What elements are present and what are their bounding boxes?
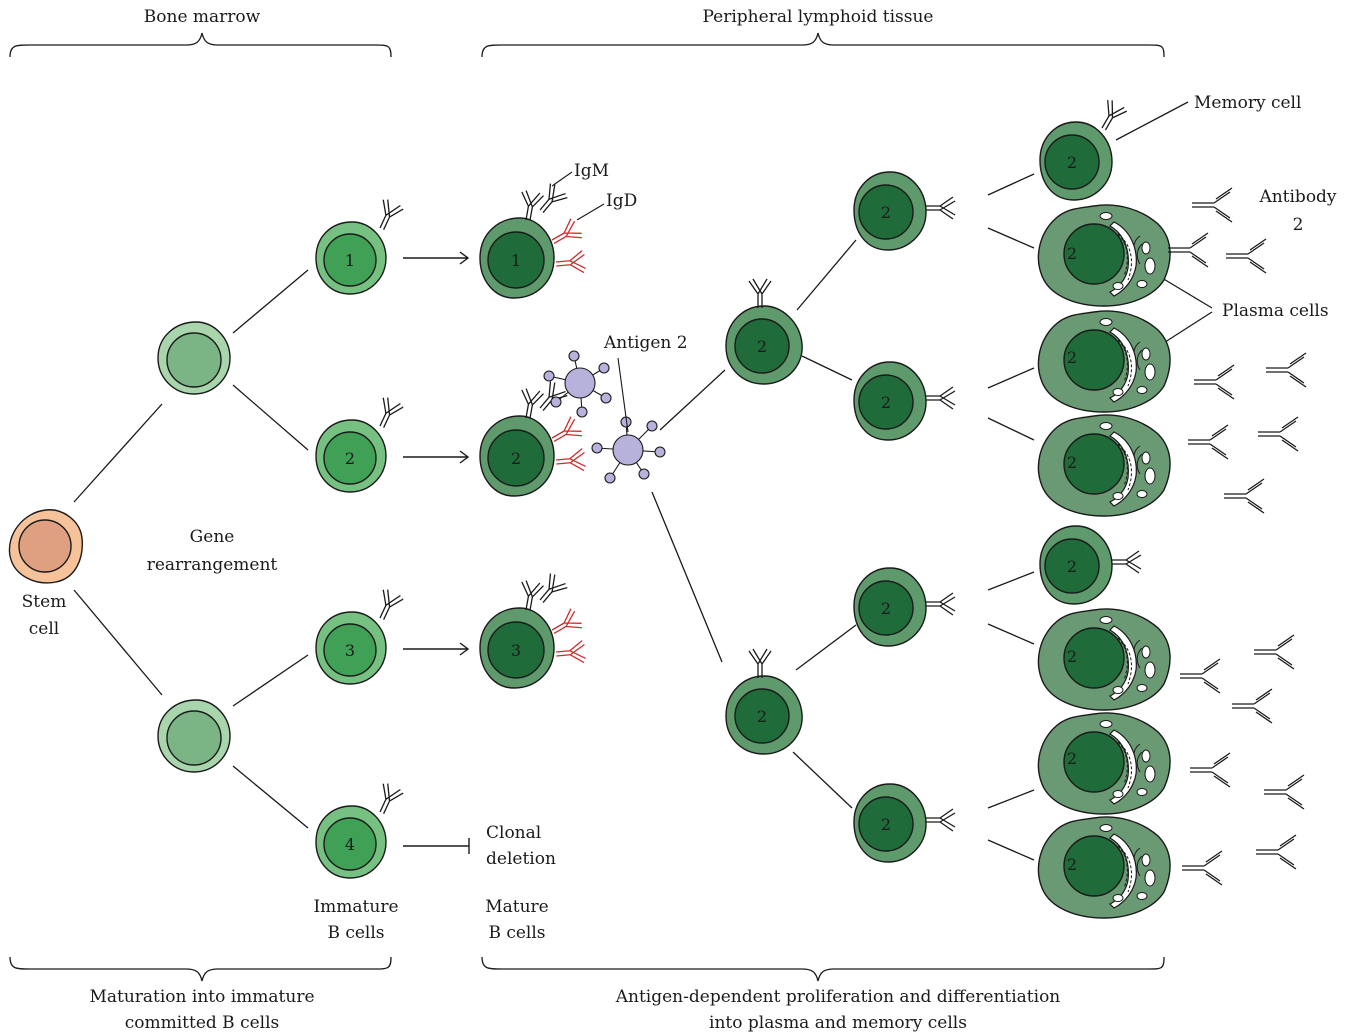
- antigen-2-label: Antigen 2: [603, 333, 688, 353]
- activated-upper-number: 2: [757, 337, 767, 356]
- mature-cell-1-number: 1: [511, 251, 521, 270]
- immature-b-cell-1: 1: [315, 198, 404, 295]
- stem-cell-label-line2: cell: [29, 619, 59, 639]
- gene-rearrangement-label-line1: Gene: [190, 527, 235, 547]
- progenitor-cell-upper: [157, 321, 231, 395]
- clone-cell-b: 2: [853, 361, 955, 441]
- activated-lower-number: 2: [757, 707, 767, 726]
- plasma-cell-1: 2: [1037, 204, 1171, 307]
- plasma-cells-label: Plasma cells: [1222, 301, 1329, 321]
- immature-cell-3-number: 3: [345, 641, 355, 660]
- memory-cell-label: Memory cell: [1194, 93, 1301, 113]
- mature-b-cell-1: 1: [479, 182, 586, 299]
- mature-b-cells-label-line2: B cells: [488, 923, 545, 943]
- mature-b-cell-3: 3: [479, 572, 586, 689]
- label-leaders: [551, 171, 629, 433]
- bottom-right-caption-line2: into plasma and memory cells: [709, 1013, 967, 1033]
- plasma-cell-4-number: 2: [1067, 647, 1077, 666]
- plasma-cell-5: 2: [1037, 712, 1171, 815]
- immature-b-cell-3: 3: [315, 588, 404, 685]
- immature-cell-2-number: 2: [345, 449, 355, 468]
- memory-cell-lower: 2: [1039, 525, 1141, 605]
- lineage-connectors: [73, 101, 1213, 861]
- peripheral-top-brace: [481, 32, 1165, 58]
- stem-cell: [8, 509, 83, 584]
- immature-cell-1-number: 1: [345, 251, 355, 270]
- igm-label: IgM: [574, 161, 609, 181]
- clone-cell-c-number: 2: [881, 599, 891, 618]
- clonal-deletion-label-line1: Clonal: [486, 823, 541, 843]
- plasma-cell-3-number: 2: [1067, 453, 1077, 472]
- immature-b-cells-label-line1: Immature: [313, 897, 398, 917]
- clone-cell-d: 2: [853, 783, 955, 863]
- plasma-cell-6: 2: [1037, 816, 1171, 919]
- memory-cell-lower-number: 2: [1067, 557, 1077, 576]
- igd-label: IgD: [606, 191, 637, 211]
- peripheral-lymphoid-label: Peripheral lymphoid tissue: [703, 7, 934, 27]
- bottom-left-caption-line2: committed B cells: [125, 1013, 280, 1033]
- mature-cell-3-number: 3: [511, 641, 521, 660]
- clonal-deletion-label-line2: deletion: [486, 849, 556, 869]
- plasma-cell-2: 2: [1037, 310, 1171, 413]
- activated-b-cell-upper: 2: [725, 279, 803, 385]
- bone-marrow-bottom-brace: [9, 956, 392, 982]
- clone-cell-a-number: 2: [881, 203, 891, 222]
- clone-cell-b-number: 2: [881, 393, 891, 412]
- plasma-cell-4: 2: [1037, 608, 1171, 711]
- mature-cell-2-number: 2: [511, 449, 521, 468]
- antigen-particle-2: [591, 416, 666, 484]
- plasma-cell-3: 2: [1037, 414, 1171, 517]
- bone-marrow-label: Bone marrow: [144, 7, 261, 27]
- plasma-cell-2-number: 2: [1067, 348, 1077, 367]
- antigen-particle-1: [543, 350, 612, 418]
- clone-cell-a: 2: [853, 171, 955, 251]
- secreted-antibodies: [1167, 187, 1307, 886]
- bottom-left-caption-line1: Maturation into immature: [89, 987, 314, 1007]
- plasma-cell-1-number: 2: [1067, 244, 1077, 263]
- plasma-cell-5-number: 2: [1067, 749, 1077, 768]
- memory-cell-upper: 2: [1039, 98, 1128, 201]
- mature-b-cells-label-line1: Mature: [485, 897, 549, 917]
- antibody-label-line1: Antibody: [1258, 187, 1336, 207]
- bone-marrow-top-brace: [9, 32, 392, 58]
- plasma-cell-6-number: 2: [1067, 855, 1077, 874]
- immature-b-cells-label-line2: B cells: [327, 923, 384, 943]
- bottom-right-caption-line1: Antigen-dependent proliferation and diff…: [615, 987, 1061, 1007]
- clone-cell-c: 2: [853, 567, 955, 647]
- immature-cell-4-number: 4: [345, 835, 355, 854]
- activated-b-cell-lower: 2: [725, 649, 803, 755]
- antibody-label-line2: 2: [1293, 215, 1304, 235]
- stem-cell-label-line1: Stem: [22, 592, 67, 612]
- progenitor-cell-lower: [157, 699, 231, 773]
- gene-rearrangement-label-line2: rearrangement: [147, 555, 278, 575]
- clone-cell-d-number: 2: [881, 815, 891, 834]
- immature-b-cell-4: 4: [315, 782, 404, 879]
- mature-b-cell-2: 2: [479, 380, 586, 497]
- peripheral-bottom-brace: [481, 956, 1165, 982]
- memory-cell-upper-number: 2: [1067, 153, 1077, 172]
- immature-b-cell-2: 2: [315, 396, 404, 493]
- maturation-arrows: [403, 251, 470, 854]
